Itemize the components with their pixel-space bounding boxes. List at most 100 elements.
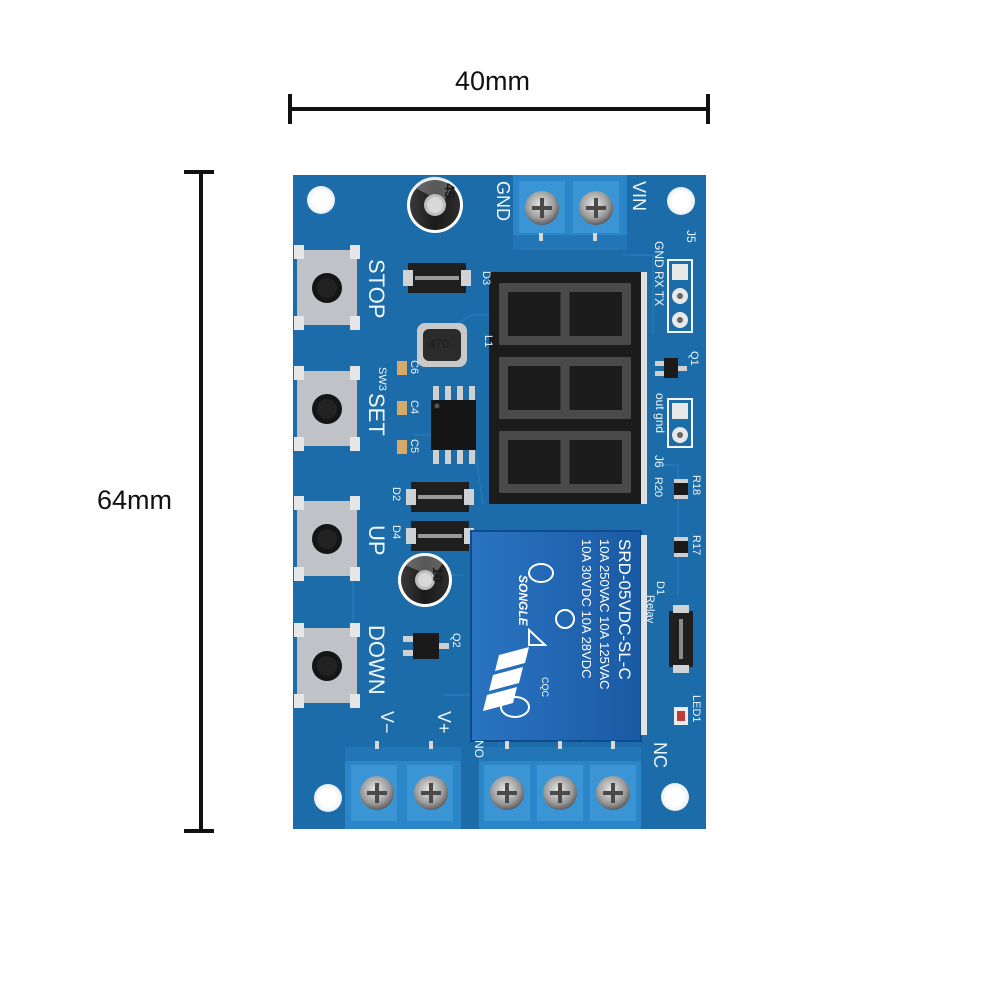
display-segment — [560, 357, 570, 419]
height-dimension-tick-bottom — [184, 829, 214, 833]
display-segment — [565, 410, 631, 419]
display-segment — [499, 431, 565, 440]
j6-ref-label: J6 — [652, 455, 666, 468]
set-button-label: SET — [364, 393, 389, 436]
c6-ref-label: C6 — [408, 360, 420, 375]
height-dimension-label: 64mm — [97, 485, 173, 515]
c5-ref-label: C5 — [408, 439, 420, 454]
capacitor-c4 — [397, 401, 407, 415]
q1-ref-label: Q1 — [688, 351, 700, 366]
stop-button-body — [294, 245, 360, 330]
c4-ref-label: C4 — [408, 400, 420, 415]
capacitor-c6 — [397, 361, 407, 375]
j5-ref-label: J5 — [684, 230, 698, 243]
display-segment — [565, 431, 631, 440]
l1-ref-label: L1 — [482, 335, 494, 348]
display-segment — [622, 431, 631, 493]
display-digit — [499, 283, 631, 345]
set-button-body — [294, 366, 360, 451]
capacitor-c5 — [397, 440, 407, 454]
v-minus-terminal-label: V− — [377, 711, 397, 734]
r17-ref-label: R17 — [690, 535, 702, 556]
display-segment — [499, 357, 565, 366]
gnd-terminal-label: GND — [493, 181, 513, 221]
display-digit — [499, 357, 631, 419]
d4-ref-label: D4 — [390, 525, 402, 540]
width-dimension-tick-left — [288, 94, 292, 124]
display-segment — [499, 283, 565, 292]
j6-pin-labels: out gnd — [653, 393, 667, 434]
display-segment — [622, 283, 631, 345]
relay-brand-label: SONGLE — [516, 575, 530, 626]
no-terminal-label: NO — [472, 740, 486, 758]
board-artwork — [294, 175, 695, 829]
inductor-value-label: 470 — [429, 337, 450, 351]
set-button-ref: SW3 — [376, 367, 388, 391]
vin-terminal-label: VIN — [629, 181, 649, 212]
capacitor-bottom-marking: 10 — [430, 567, 446, 583]
diode-d2 — [406, 482, 474, 512]
relay-model-label: SRD-05VDC-SL-C — [615, 539, 634, 680]
inductor-l1 — [417, 323, 467, 367]
relay-rating-2: 10A 30VDC 10A 28VDC — [579, 539, 594, 679]
display-segment — [560, 431, 570, 493]
down-button-label: DOWN — [364, 625, 389, 695]
height-dimension-tick-top — [184, 170, 214, 174]
display-segment — [565, 484, 631, 493]
mounting-hole-top-left — [307, 186, 335, 214]
relay-ref-label: Relay — [644, 595, 656, 624]
input-terminal-block — [513, 175, 627, 250]
capacitor-top — [407, 176, 463, 233]
display-segment — [499, 283, 508, 345]
relay-timer-board: STOP SET SW3 UP DOWN GND VIN V− V+ NO NC… — [293, 175, 706, 829]
mounting-hole-bottom-left — [314, 784, 342, 812]
j5-pin-labels: GND RX TX — [652, 241, 666, 307]
capacitor-top-marking: 45 — [442, 183, 458, 199]
diode-d1 — [669, 605, 693, 673]
down-button-body — [294, 623, 360, 708]
header-j6 — [667, 398, 693, 448]
mounting-hole-top-right — [667, 187, 695, 215]
width-dimension-label: 40mm — [455, 66, 531, 96]
width-dimension-tick-right — [706, 94, 710, 124]
mounting-hole-bottom-right — [661, 783, 689, 811]
display-segment — [499, 336, 565, 345]
d3-ref-label: D3 — [480, 271, 492, 286]
r18-ref-label: R18 — [690, 475, 702, 496]
ic-chip — [431, 386, 476, 464]
power-terminal-block — [345, 741, 461, 829]
led1-ref-label: LED1 — [690, 695, 702, 723]
display-segment — [565, 336, 631, 345]
q2-ref-label: Q2 — [450, 633, 462, 648]
nc-terminal-label: NC — [650, 742, 670, 768]
width-dimension-line — [290, 107, 710, 111]
display-segment — [565, 357, 631, 366]
resistor-r17 — [674, 537, 688, 557]
header-j5 — [667, 259, 693, 333]
up-button-body — [294, 496, 360, 581]
relay-output-terminal-block — [479, 741, 641, 829]
height-dimension-line — [199, 172, 203, 832]
relay-cert-label: CQC — [540, 677, 550, 697]
diode-d3 — [403, 263, 471, 293]
display-segment — [499, 357, 508, 419]
display-segment — [560, 283, 570, 345]
display-segment — [622, 357, 631, 419]
display-digit — [499, 431, 631, 493]
transistor-q1 — [655, 358, 687, 378]
r20-ref-label: R20 — [652, 477, 664, 498]
display-segment — [499, 410, 565, 419]
d1-ref-label: D1 — [654, 581, 666, 596]
relay-rating-1: 10A 250VAC 10A 125VAC — [597, 539, 612, 690]
transistor-q2 — [403, 633, 449, 659]
stop-button-label: STOP — [364, 259, 389, 319]
capacitor-bottom — [398, 553, 452, 607]
d2-ref-label: D2 — [390, 487, 402, 502]
led1 — [674, 707, 688, 725]
v-plus-terminal-label: V+ — [434, 711, 454, 734]
resistor-r18 — [674, 479, 688, 499]
diode-d4 — [406, 521, 474, 551]
display-segment — [499, 431, 508, 493]
display-segment — [499, 484, 565, 493]
display-segment — [565, 283, 631, 292]
